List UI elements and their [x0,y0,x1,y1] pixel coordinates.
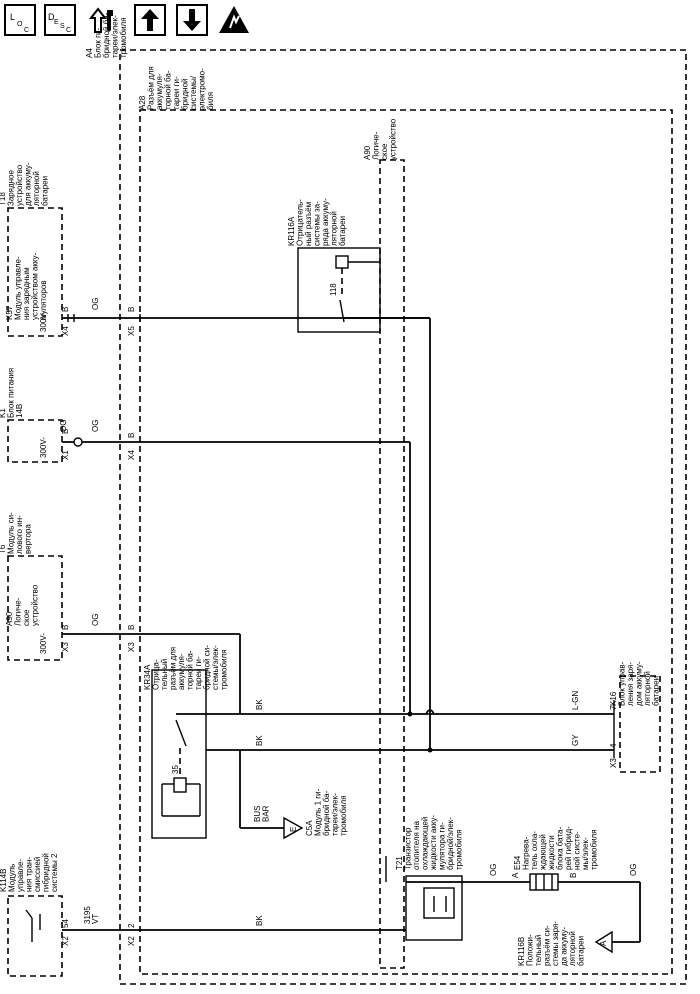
pin-a: A [511,872,520,878]
k114b-sym2 [25,909,33,919]
kr34a-coil [173,777,187,793]
a4-boundary [119,49,687,985]
conn-a-label: A [599,940,608,946]
connector-x1 [73,437,83,447]
module-k1-label: K1Блок питания14В [0,368,24,418]
module-t6-label: T6Модуль си-лового ин-вертора [0,512,33,554]
pin-54: 54 [61,919,70,928]
pin-b5: B [61,625,70,630]
busbar-label: BUSBAR [253,805,271,822]
pin-b3: B [61,429,70,434]
label-300v-b: 300V- [39,437,48,458]
wire-label-og5: OG [489,864,498,876]
module-e54-label: E54Нагрева-тель охла-ждающейжидкостиблок… [513,826,599,870]
pin-b4: B [127,433,136,438]
wire-label-og1: OG [91,298,100,310]
svg-text:E: E [54,19,59,26]
wire-label-vt: VT [91,914,100,924]
relay-coil [335,255,349,269]
pin-b: B [569,873,578,878]
svg-text:D: D [48,12,55,22]
k16-box [619,675,661,773]
conn-x5: X5 [127,326,136,336]
tools-icon[interactable] [86,4,118,36]
module-t18-label: T18Зарядноеустройстводля аккуму-ляторной… [0,162,50,206]
kr116a-switch [339,299,345,323]
conn-x3b: X3 [127,642,136,652]
wire-label-og2: OG [59,420,68,432]
conn-x3a: X3 [61,642,70,652]
circuit-3195: 3195 [83,906,92,924]
pin-b6: B [127,625,136,630]
module-a90-left-label: A90Логиче-скоеустройство [5,584,40,626]
t21-inner [423,887,455,919]
esd-warning-icon[interactable] [218,4,250,36]
conn-x3c: X3 [609,758,618,768]
arrow-down-icon[interactable] [176,4,208,36]
pin-2: 2 [127,923,136,928]
kr34a-box [151,669,207,839]
module-t21-label: T21Транзисторотопителя наохлаждающейжидк… [395,815,464,870]
svg-text:L: L [10,12,15,22]
module-k16-label: K16Блок управ-ления заря-дом аккуму-лято… [609,661,661,706]
label-300v-c: 300V- [39,633,48,654]
arrow-up-icon[interactable] [134,4,166,36]
conn-x1: X1 [61,450,70,460]
pin-4: 4 [609,743,618,748]
kr116b-connector [594,930,613,954]
splice-gy [427,747,433,753]
k1-box [7,419,63,463]
module-kr116a-label: KR116AОтрицатель-ный разъёмсистемы за-ря… [287,198,347,246]
wire-label-gy: GY [571,734,580,746]
conn-x4a: X4 [61,326,70,336]
t18-box [7,207,63,337]
conn-x2b: X2 [127,936,136,946]
kr116a-box [297,247,381,333]
module-k57-label: K57Модуль управле-ния заряднымустройство… [5,253,48,320]
wire-label-lgn: L-GN [571,691,580,710]
conn-x4b: X4 [127,450,136,460]
svg-text:O: O [17,21,23,28]
conn-x2a: X2 [61,936,70,946]
conn-e-label: E [289,827,298,832]
pin-35: 35 [171,765,180,774]
svg-text:S: S [60,23,65,30]
module-a90-right-label: A90Логиче-скоеустройство [363,118,398,160]
label-300v-a: 300V- [39,311,48,332]
module-kr116b-label: KR116BПоложи-тельныйразъём си-стемы заря… [517,921,586,966]
c5a-connector [283,816,304,840]
svg-text:C: C [24,27,29,34]
splice-lgn [407,711,413,717]
module-kr34a-label: KR34AОтрица-тельныйразъём дляаккумуля-то… [143,645,229,690]
wire-label-og6: OG [629,864,638,876]
kr34a-switch [175,719,187,747]
wire-label-bk3: BK [255,915,264,926]
module-c5a-label: C5AМодуль 1 ги-бридной ба-тареи/элек-тро… [305,788,348,836]
k114b-box [7,895,63,977]
wire-label-bk1: BK [255,699,264,710]
pin-b2: B [127,307,136,312]
wire-jump [425,709,435,715]
wire-label-og4: OG [91,614,100,626]
module-k114b-label: K114BМодульуправле-ния тран-смиссиейгибр… [0,853,59,892]
t21-box [405,875,463,941]
a28-boundary [139,109,673,975]
pin-b1: B [61,307,70,312]
t6-box [7,555,63,661]
wire-label-og3: OG [91,420,100,432]
pin-118: 118 [329,283,338,296]
module-a4-label: A4Блок ги-бридной ба-тареи/элек-тромобил… [85,12,128,58]
a90-right-boundary [379,159,405,969]
pin-7: 7 [609,705,618,710]
svg-text:C: C [66,27,71,34]
wire-label-bk2: BK [255,735,264,746]
module-a28-label: A28Разъём дляаккумуля-торной ба-тареи ги… [138,66,215,110]
